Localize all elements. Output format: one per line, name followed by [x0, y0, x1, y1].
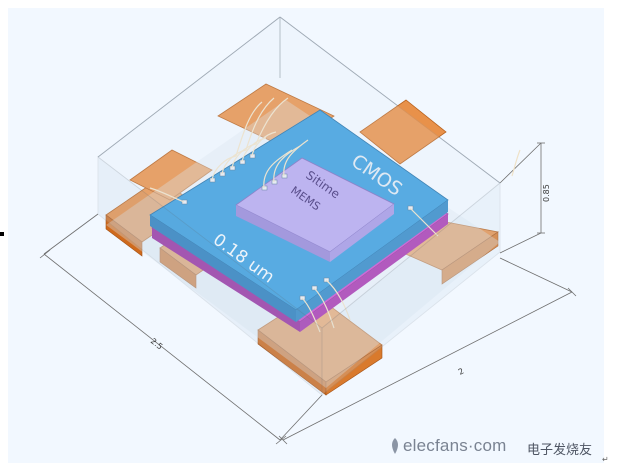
dimension-width	[278, 257, 577, 445]
watermark-site: elecfans·com	[403, 436, 507, 456]
dimension-height-label: 0.85	[542, 184, 551, 202]
bullet-marker	[0, 232, 4, 236]
watermark-dot: ·	[467, 436, 474, 455]
watermark-domain: com	[473, 436, 507, 455]
elecfans-logo-icon	[392, 438, 398, 454]
watermark-chinese: 电子发烧友	[527, 443, 593, 458]
dimension-width-label: 2	[457, 366, 466, 376]
mold-body-front	[97, 16, 501, 396]
dimension-length	[39, 213, 323, 445]
mold-body-back	[97, 16, 501, 184]
bond-wires	[149, 97, 521, 333]
dimension-height	[499, 142, 545, 254]
return-arrow-icon: ↵	[602, 455, 609, 464]
watermark-site-name: elecfans	[403, 436, 468, 455]
